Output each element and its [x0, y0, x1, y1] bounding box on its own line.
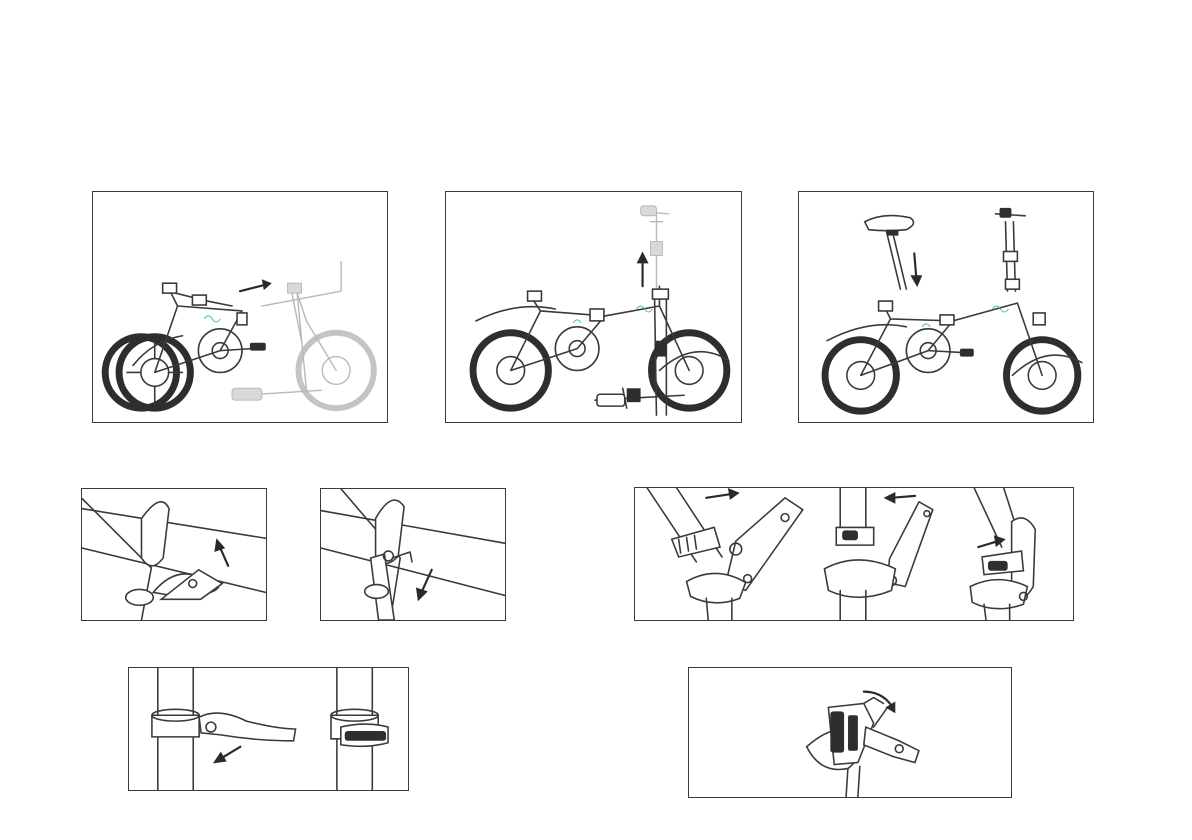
illustration-insert-seat	[799, 192, 1093, 422]
panel-unfold-frame	[92, 191, 388, 423]
illustration-raise-handlebar	[446, 192, 741, 422]
illustration-unfold-frame	[93, 192, 387, 422]
illustration-lever-close	[321, 489, 505, 620]
panel-lever-close	[320, 488, 506, 621]
panel-stem-hinge-lock	[634, 487, 1074, 621]
illustration-seat-clamp	[129, 668, 408, 790]
illustration-lever-open	[82, 489, 266, 620]
illustration-handlebar-clamp	[689, 668, 1011, 797]
panel-handlebar-clamp	[688, 667, 1012, 798]
panel-raise-handlebar	[445, 191, 742, 423]
panel-seat-clamp	[128, 667, 409, 791]
illustration-stem-hinge-lock	[635, 488, 1073, 620]
panel-lever-open	[81, 488, 267, 621]
panel-insert-seat	[798, 191, 1094, 423]
